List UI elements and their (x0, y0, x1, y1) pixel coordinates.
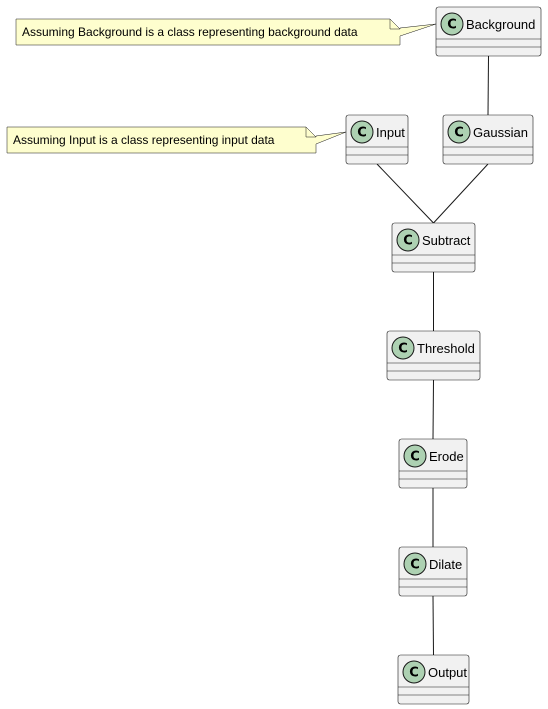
class-name: Gaussian (473, 125, 528, 140)
class-name: Erode (429, 449, 464, 464)
class-c-icon: C (440, 12, 464, 36)
class-icon-letter: C (410, 450, 420, 465)
class-icon-letter: C (410, 558, 420, 573)
input-note: Assuming Input is a class representing i… (6, 126, 347, 154)
note-fold (389, 19, 400, 30)
class-name: Background (466, 17, 535, 32)
class-name: Dilate (429, 557, 462, 572)
notes-layer: Assuming Background is a class represent… (6, 18, 437, 154)
class-c-icon: C (403, 552, 427, 576)
class-icon-letter: C (454, 126, 464, 141)
class-c-icon: C (391, 336, 415, 360)
class-input[interactable]: C Input (345, 114, 409, 165)
edge-threshold-erode (432, 379, 434, 440)
class-name: Output (428, 665, 467, 680)
class-c-icon: C (350, 120, 374, 144)
class-erode[interactable]: C Erode (398, 438, 468, 489)
class-c-icon: C (402, 660, 426, 684)
edges-layer (376, 55, 489, 656)
class-name: Input (376, 125, 405, 140)
background-note: Assuming Background is a class represent… (15, 18, 437, 46)
class-dilate[interactable]: C Dilate (398, 546, 468, 597)
class-name: Subtract (422, 233, 471, 248)
class-gaussian[interactable]: C Gaussian (442, 114, 534, 165)
edge-gaussian-subtract (433, 163, 489, 224)
class-output[interactable]: C Output (397, 654, 470, 705)
class-c-icon: C (447, 120, 471, 144)
class-name: Threshold (417, 341, 475, 356)
class-background[interactable]: C Background (435, 6, 542, 57)
class-icon-letter: C (403, 234, 413, 249)
note-text: Assuming Input is a class representing i… (13, 133, 275, 147)
class-icon-letter: C (447, 18, 457, 33)
class-icon-letter: C (398, 342, 408, 357)
class-icon-letter: C (409, 666, 419, 681)
class-c-icon: C (403, 444, 427, 468)
note-fold (305, 127, 316, 138)
edge-background-gaussian (487, 55, 489, 116)
class-c-icon: C (396, 228, 420, 252)
note-text: Assuming Background is a class represent… (22, 25, 358, 39)
edge-dilate-output (432, 595, 434, 656)
class-icon-letter: C (357, 126, 367, 141)
class-subtract[interactable]: C Subtract (391, 222, 476, 273)
class-threshold[interactable]: C Threshold (386, 330, 481, 381)
edge-input-subtract (376, 163, 434, 224)
